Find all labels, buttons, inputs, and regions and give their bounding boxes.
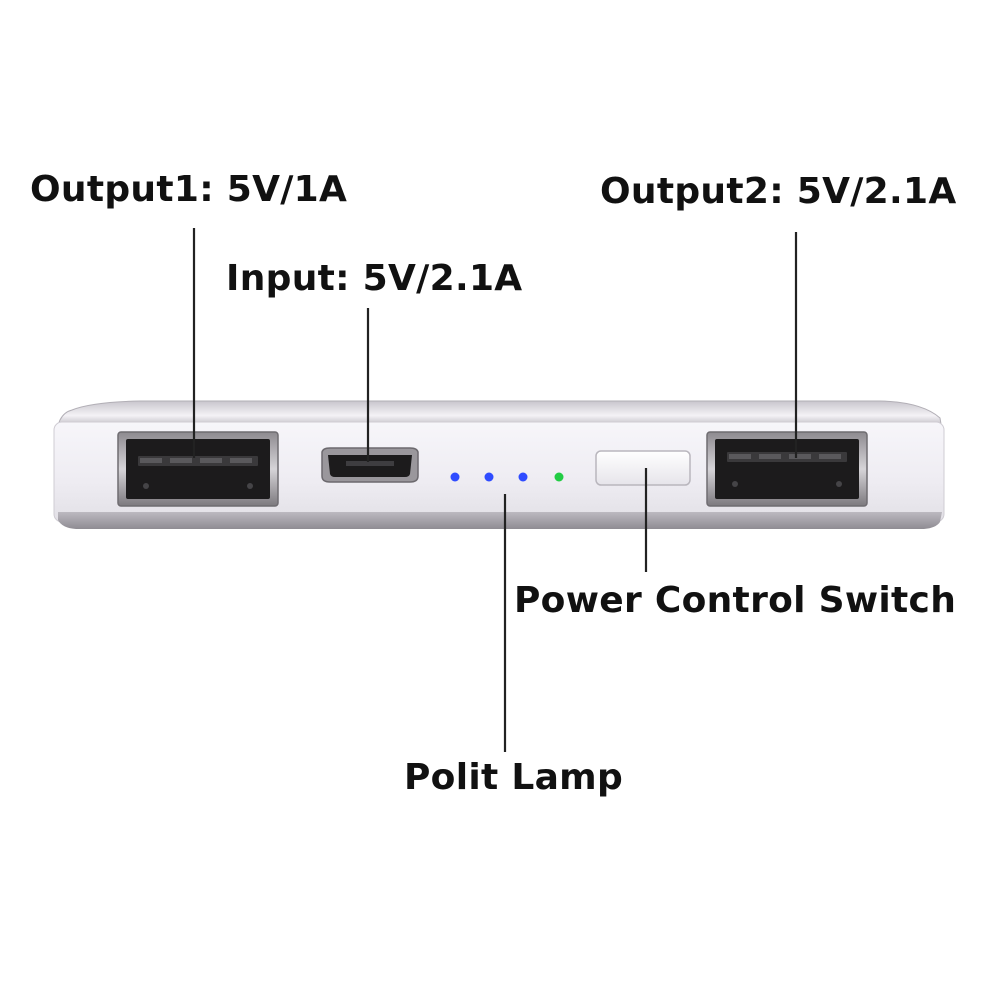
output1-label: Output1: 5V/1A	[30, 169, 348, 210]
device-bottom-edge	[58, 512, 942, 529]
led-2	[484, 472, 494, 482]
micro-usb-input-port	[321, 447, 419, 483]
led-1	[450, 472, 460, 482]
input-label: Input: 5V/2.1A	[226, 258, 523, 299]
power-button	[595, 450, 691, 486]
indicator-leds	[450, 472, 564, 482]
led-3	[518, 472, 528, 482]
output2-label: Output2: 5V/2.1A	[600, 171, 957, 212]
power-switch-label: Power Control Switch	[514, 580, 957, 621]
led-4	[554, 472, 564, 482]
pilot-lamp-label: Polit Lamp	[404, 757, 624, 798]
leader-lines	[192, 228, 798, 752]
usb-port-output1	[117, 431, 279, 507]
usb-port-output2	[706, 431, 868, 507]
